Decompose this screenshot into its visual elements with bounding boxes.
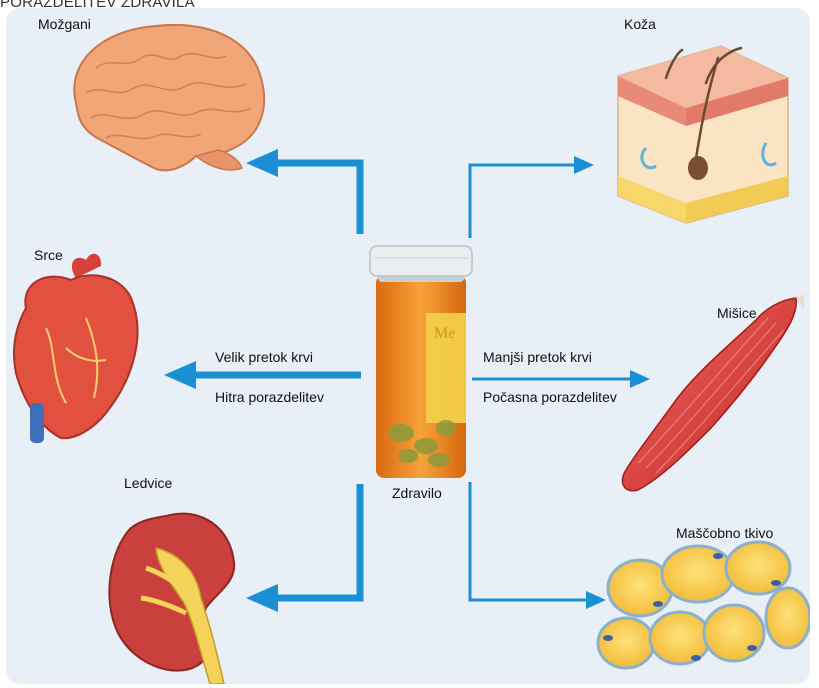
label-muscle: Mišice <box>717 305 757 321</box>
fat-illustration <box>598 542 810 668</box>
label-fat: Maščobno tkivo <box>676 525 773 541</box>
label-heart: Srce <box>34 247 63 263</box>
label-kidney: Ledvice <box>124 475 172 491</box>
heart-illustration <box>14 254 137 443</box>
right-arrowheads <box>574 156 650 609</box>
brain-illustration <box>74 25 264 170</box>
diagram-panel: Me <box>6 8 810 684</box>
label-high-blood-flow: Velik pretok krvi <box>215 349 313 365</box>
skin-illustration <box>618 46 788 223</box>
label-slow-distribution: Počasna porazdelitev <box>483 389 617 405</box>
muscle-illustration <box>622 294 804 491</box>
label-low-blood-flow: Manjši pretok krvi <box>483 349 592 365</box>
label-skin: Koža <box>624 16 656 32</box>
kidney-illustration <box>109 514 234 684</box>
label-fast-distribution: Hitra porazdelitev <box>215 389 324 405</box>
label-drug: Zdravilo <box>392 485 442 501</box>
right-arrows <box>470 165 631 600</box>
pill-bottle: Me <box>370 246 472 478</box>
svg-text:Me: Me <box>434 325 455 342</box>
label-brain: Možgani <box>38 16 91 32</box>
diagram-artwork: Me <box>6 8 810 684</box>
